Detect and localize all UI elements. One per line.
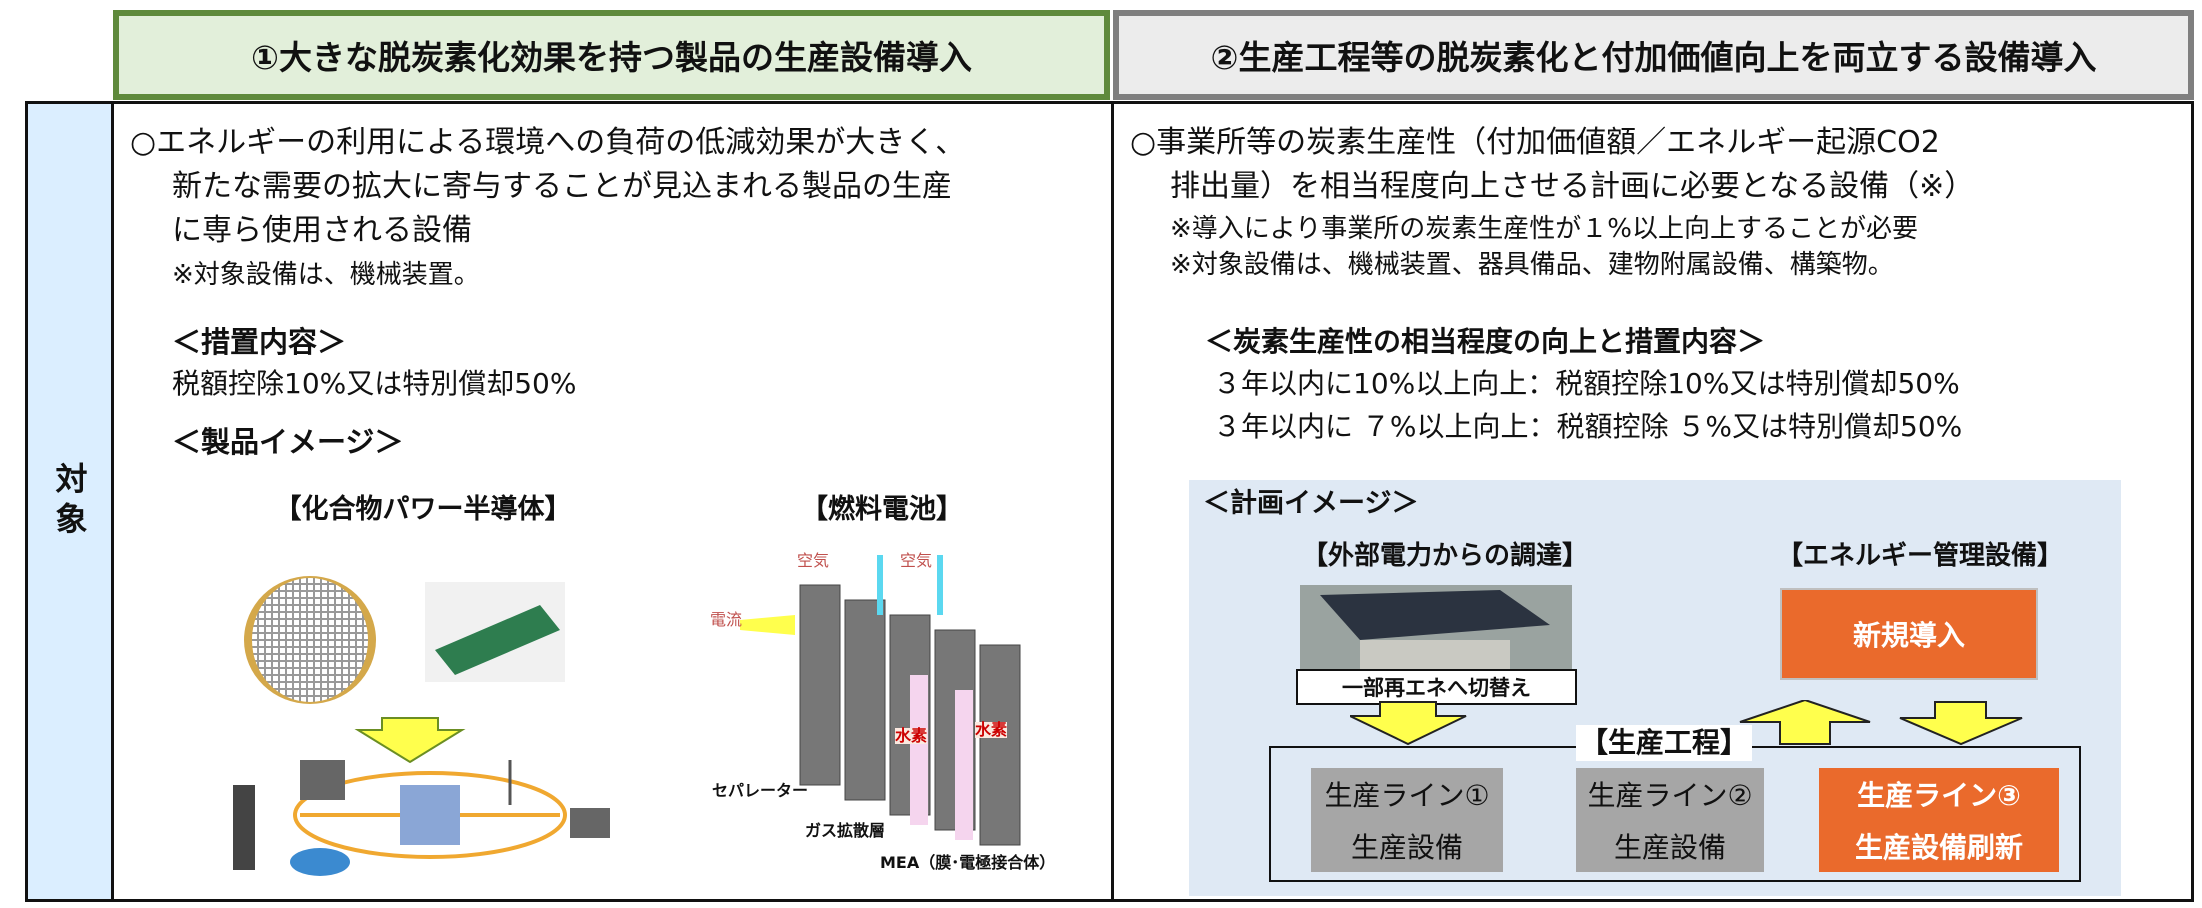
right-cell bbox=[1112, 101, 2194, 902]
production-line-2: 生産ライン② 生産設備 bbox=[1576, 768, 1764, 872]
external-power-title: 【外部電力からの調達】 bbox=[1301, 541, 1589, 571]
right-line-2: 排出量）を相当程度向上させる計画に必要となる設備（※） bbox=[1170, 169, 1975, 204]
left-line-1: ○エネルギーの利用による環境への負荷の低減効果が大きく、 bbox=[130, 125, 966, 160]
right-line-1: ○事業所等の炭素生産性（付加価値額／エネルギー起源CO2 bbox=[1130, 125, 1940, 160]
line-equipment: 生産設備刷新 bbox=[1854, 831, 2023, 864]
down-arrow-icon bbox=[354, 717, 466, 764]
label-hydrogen-1: 水素 bbox=[895, 726, 928, 745]
right-measure-heading: ＜炭素生産性の相当程度の向上と措置内容＞ bbox=[1205, 325, 1766, 358]
fuel-cell-illustration bbox=[740, 555, 1021, 846]
factory-icon bbox=[300, 760, 345, 800]
right-measure-2: ３年以内に ７%以上向上：税額控除 ５%又は特別償却50% bbox=[1213, 410, 1963, 443]
power-device-icon bbox=[400, 785, 460, 845]
label-air-1: 空気 bbox=[797, 551, 830, 570]
flow-arrows bbox=[1350, 700, 2023, 746]
product-title-fuel-cell: 【燃料電池】 bbox=[801, 494, 963, 525]
header-right-title: ②生産工程等の脱炭素化と付加価値向上を両立する設備導入 bbox=[1210, 38, 2097, 77]
network-ring bbox=[293, 771, 567, 859]
right-measure-1: ３年以内に10%以上向上：税額控除10%又は特別償却50% bbox=[1213, 367, 1960, 400]
row-label: 対象 bbox=[25, 101, 114, 902]
chip-module-icon bbox=[435, 605, 560, 675]
header-right: ②生産工程等の脱炭素化と付加価値向上を両立する設備導入 bbox=[1113, 10, 2194, 100]
new-installation-box: 新規導入 bbox=[1780, 588, 2038, 680]
semiconductor-illustration bbox=[233, 576, 610, 876]
line-equipment: 生産設備 bbox=[1613, 831, 1726, 864]
label-current: 電流 bbox=[710, 610, 743, 629]
left-line-2: 新たな需要の拡大に寄与することが見込まれる製品の生産 bbox=[172, 169, 952, 204]
house-icon bbox=[570, 808, 610, 838]
right-note-2: ※対象設備は、機械装置、器具備品、建物附属設備、構築物。 bbox=[1170, 250, 1894, 280]
line-name: 生産ライン① bbox=[1324, 779, 1490, 812]
left-note: ※対象設備は、機械装置。 bbox=[172, 260, 480, 290]
header-left: ①大きな脱炭素化効果を持つ製品の生産設備導入 bbox=[113, 10, 1110, 100]
line-equipment: 生産設備 bbox=[1350, 831, 1463, 864]
down-arrow-icon bbox=[1350, 701, 1467, 746]
building-icon bbox=[233, 785, 255, 870]
production-line-1: 生産ライン① 生産設備 bbox=[1311, 768, 1503, 872]
left-measure-heading: ＜措置内容＞ bbox=[172, 325, 347, 359]
label-gas-diffusion-layer: ガス拡散層 bbox=[805, 821, 886, 840]
right-note-1: ※導入により事業所の炭素生産性が１%以上向上することが必要 bbox=[1170, 214, 1918, 244]
label-hydrogen-2: 水素 bbox=[975, 720, 1008, 739]
energy-management-title: 【エネルギー管理設備】 bbox=[1776, 541, 2064, 571]
car-icon bbox=[290, 848, 350, 876]
production-line-3: 生産ライン③ 生産設備刷新 bbox=[1819, 768, 2059, 872]
up-arrow-icon bbox=[1739, 700, 1871, 745]
left-measure: 税額控除10%又は特別償却50% bbox=[172, 367, 577, 400]
label-mea: MEA（膜･電極接合体） bbox=[880, 853, 1056, 872]
down-arrow-icon bbox=[1899, 701, 2023, 746]
left-image-heading: ＜製品イメージ＞ bbox=[172, 425, 404, 459]
left-line-3: に専ら使用される設備 bbox=[172, 213, 472, 248]
plan-heading: ＜計画イメージ＞ bbox=[1203, 488, 1419, 519]
production-process-title: 【生産工程】 bbox=[1575, 725, 1753, 761]
product-title-semiconductor: 【化合物パワー半導体】 bbox=[274, 494, 572, 525]
factory-solar-photo bbox=[1300, 585, 1572, 671]
line-name: 生産ライン② bbox=[1587, 779, 1753, 812]
label-separator: セパレーター bbox=[712, 781, 809, 800]
label-air-2: 空気 bbox=[900, 551, 933, 570]
line-name: 生産ライン③ bbox=[1857, 779, 2021, 812]
header-left-title: ①大きな脱炭素化効果を持つ製品の生産設備導入 bbox=[251, 38, 972, 77]
